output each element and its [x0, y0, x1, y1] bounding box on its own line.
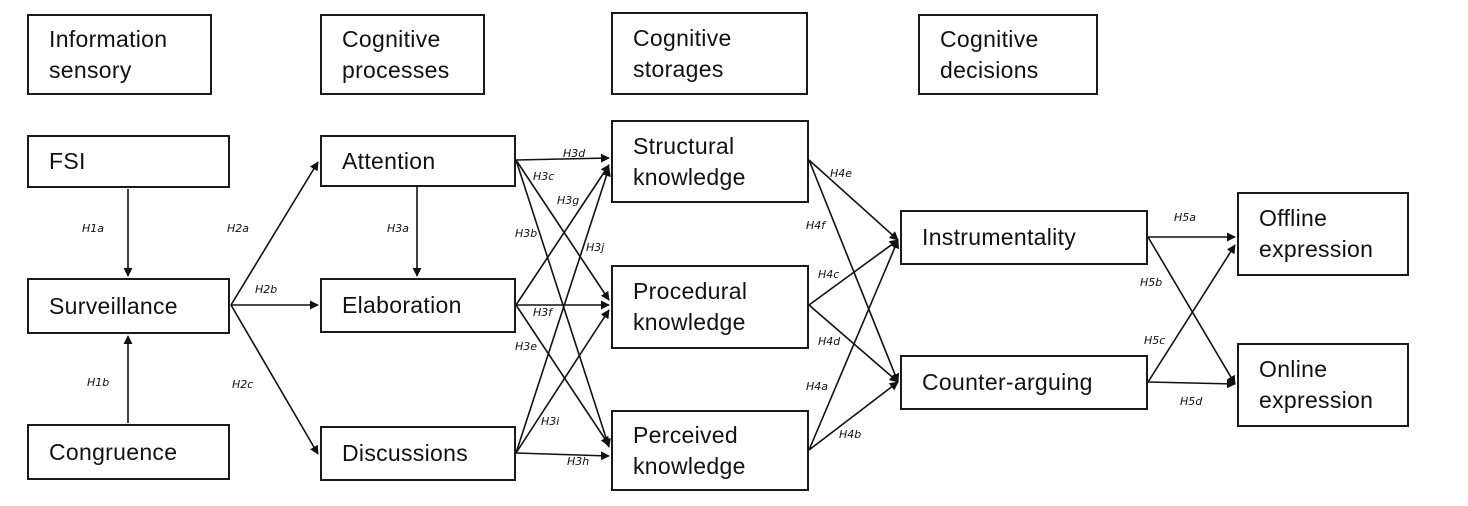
node-label: expression: [1259, 387, 1374, 413]
header-line: sensory: [49, 56, 132, 83]
node-discussions: Discussions: [320, 426, 516, 481]
edge-label-h5b: H5b: [1140, 276, 1162, 289]
node-label: knowledge: [633, 309, 746, 335]
node-congruence: Congruence: [27, 424, 230, 480]
node-label: Procedural: [633, 278, 748, 304]
edge-label-h5d: H5d: [1180, 395, 1203, 408]
edge-structural-to-instrumentality-arrow: [808, 159, 899, 241]
header-line: processes: [342, 56, 450, 83]
edge-label-h4e: H4e: [830, 167, 852, 180]
node-label: FSI: [49, 148, 86, 174]
edge-attention-to-perceived-arrow: [515, 159, 611, 448]
edge-label-h3a: H3a: [387, 222, 409, 235]
node-offline-expression: Offline expression: [1237, 192, 1409, 276]
node-label: Congruence: [49, 438, 178, 465]
header-cognitive-processes: Cognitive processes: [320, 14, 485, 95]
edge-instrumentality-to-online-arrow: [1147, 236, 1236, 385]
node-label: expression: [1259, 236, 1374, 262]
edge-label-h3j: H3j: [586, 241, 605, 254]
node-perceived-knowledge: Perceived knowledge: [611, 410, 809, 491]
header-line: Cognitive: [633, 24, 732, 51]
node-label: Perceived: [633, 421, 738, 448]
node-attention: Attention: [320, 135, 516, 187]
edge-label-h4a: H4a: [806, 380, 828, 393]
node-surveillance: Surveillance: [27, 278, 230, 334]
node-label: Offline: [1259, 205, 1328, 231]
edge-perceived-to-instrumentality-arrow: [808, 239, 899, 451]
edge-perceived-to-counter-arrow: [808, 381, 899, 451]
edge-label-h2b: H2b: [255, 283, 277, 296]
edge-label-h4b: H4b: [839, 428, 861, 441]
edge-label-h1a: H1a: [82, 222, 104, 235]
edge-label-h4d: H4d: [818, 335, 841, 348]
node-label: knowledge: [633, 163, 746, 190]
edge-label-h3d: H3d: [563, 147, 586, 160]
edge-attention-to-structural-arrow: [515, 153, 610, 163]
edge-label-h3c: H3c: [533, 170, 554, 183]
header-cognitive-storages: Cognitive storages: [611, 12, 808, 95]
header-line: Cognitive: [342, 25, 441, 52]
edge-label-h5a: H5a: [1174, 211, 1196, 224]
node-label: Attention: [342, 147, 436, 174]
edge-counter-to-online-arrow: [1147, 379, 1236, 389]
edge-label-h3e: H3e: [515, 340, 537, 353]
header-cognitive-decisions: Cognitive decisions: [918, 14, 1098, 95]
edge-label-h4f: H4f: [806, 219, 827, 232]
header-line: Information: [49, 25, 168, 52]
edge-label-h3i: H3i: [541, 415, 559, 428]
edge-structural-to-counter-arrow: [808, 159, 900, 383]
edge-label-h1b: H1b: [87, 376, 109, 389]
edge-label-h3g: H3g: [557, 194, 579, 207]
edge-surveillance-to-discussions-arrow: [230, 304, 319, 455]
node-label: Elaboration: [342, 292, 462, 318]
header-line: storages: [633, 55, 724, 82]
edge-label-h2c: H2c: [232, 378, 253, 391]
node-elaboration: Elaboration: [320, 278, 516, 333]
edge-elaboration-to-perceived-arrow: [515, 304, 610, 446]
edge-counter-to-offline-arrow: [1147, 244, 1236, 383]
edge-label-h5c: H5c: [1144, 334, 1165, 347]
edge-procedural-to-instrumentality-arrow: [808, 239, 899, 306]
edge-label-h3f: H3f: [533, 306, 554, 319]
edge-label-h4c: H4c: [818, 268, 839, 281]
header-information-sensory: Information sensory: [27, 14, 212, 95]
node-label: Surveillance: [49, 292, 178, 319]
edge-elaboration-to-structural-arrow: [515, 164, 610, 306]
edge-label-h3h: H3h: [567, 455, 589, 468]
node-label: Instrumentality: [922, 224, 1077, 250]
header-line: decisions: [940, 56, 1039, 83]
node-label: Discussions: [342, 440, 469, 466]
node-label: Online: [1259, 356, 1328, 382]
edge-surveillance-to-attention-arrow: [230, 161, 319, 306]
node-label: knowledge: [633, 452, 746, 479]
header-line: Cognitive: [940, 25, 1039, 52]
edge-label-h3b: H3b: [515, 227, 537, 240]
node-counter-arguing: Counter-arguing: [900, 355, 1148, 410]
node-structural-knowledge: Structural knowledge: [611, 120, 809, 203]
node-label: Counter-arguing: [922, 369, 1093, 395]
node-procedural-knowledge: Procedural knowledge: [611, 265, 809, 349]
node-instrumentality: Instrumentality: [900, 210, 1148, 265]
node-online-expression: Online expression: [1237, 343, 1409, 427]
node-fsi: FSI: [27, 135, 230, 188]
node-label: Structural: [633, 132, 735, 159]
edge-discussions-to-structural-arrow: [515, 167, 611, 454]
edge-label-h2a: H2a: [227, 222, 249, 235]
edge-discussions-to-procedural-arrow: [515, 309, 610, 454]
edge-discussions-to-perceived-arrow: [515, 451, 610, 461]
edge-attention-to-procedural-arrow: [515, 159, 610, 301]
